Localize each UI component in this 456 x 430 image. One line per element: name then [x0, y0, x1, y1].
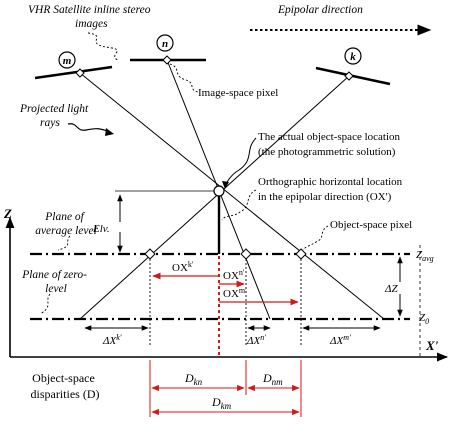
orthographic-location-label: Orthographic horizontal location in the …: [258, 176, 405, 203]
orthographic-leader: [221, 189, 257, 221]
z-axis-label: Z: [3, 206, 12, 221]
ox-n-label: OXn': [223, 268, 245, 282]
d-nm-label: Dnm: [262, 371, 283, 387]
plane-zero-leader: [39, 293, 51, 315]
actual-location-label: The actual object-space location (the ph…: [258, 131, 403, 158]
object-location-marker: [213, 185, 225, 197]
plane-average-leader: [57, 235, 71, 251]
epipolar-direction-label: Epipolar direction: [277, 4, 363, 16]
disparity-caption: Object-space disparities (D): [31, 371, 100, 401]
z-avg-label: Zavg: [416, 249, 434, 263]
svg-text:m: m: [63, 55, 72, 67]
camera-m: m: [58, 51, 76, 69]
projected-rays-label: Projected light rays: [19, 103, 91, 129]
delta-x-k-label: ΔXk': [102, 333, 122, 347]
plane-average-label: Plane of average level: [35, 211, 97, 237]
camera-k: k: [344, 47, 362, 65]
x-axis-label: X': [425, 338, 439, 353]
svg-text:n: n: [162, 38, 168, 50]
elevation-label: Elv.: [92, 223, 110, 235]
disparity-verticals: [149, 360, 302, 417]
svg-text:k: k: [350, 51, 356, 63]
camera-n: n: [156, 34, 174, 52]
d-km-label: Dkm: [211, 395, 232, 411]
object-space-pixel-label: Object-space pixel: [330, 219, 412, 231]
ox-m-label: OXm': [223, 286, 247, 300]
actual-location-leader-head: [222, 181, 229, 189]
projected-rays-leader-head: [105, 128, 114, 136]
image-space-pixels: [75, 55, 354, 81]
satellite-title: VHR Satellite inline stereo images: [28, 4, 153, 30]
actual-location-leader: [223, 137, 257, 187]
ox-k-label: OXk': [172, 260, 194, 274]
delta-z-label: ΔZ: [384, 283, 398, 295]
image-plane-m: [34, 65, 113, 80]
z-0-label: Z0: [419, 312, 429, 326]
projected-rays-leader: [67, 123, 111, 133]
satellite-leader: [87, 32, 119, 61]
image-space-pixel-label: Image-space pixel: [198, 87, 278, 99]
delta-x-n-label: ΔXn': [246, 333, 266, 347]
image-pixel-leader: [169, 63, 199, 93]
delta-x-m-label: ΔXm': [329, 333, 351, 347]
object-pixel-leader: [302, 225, 329, 251]
plane-zero-label: Plane of zero- level: [21, 269, 90, 295]
d-kn-label: Dkn: [184, 371, 203, 387]
